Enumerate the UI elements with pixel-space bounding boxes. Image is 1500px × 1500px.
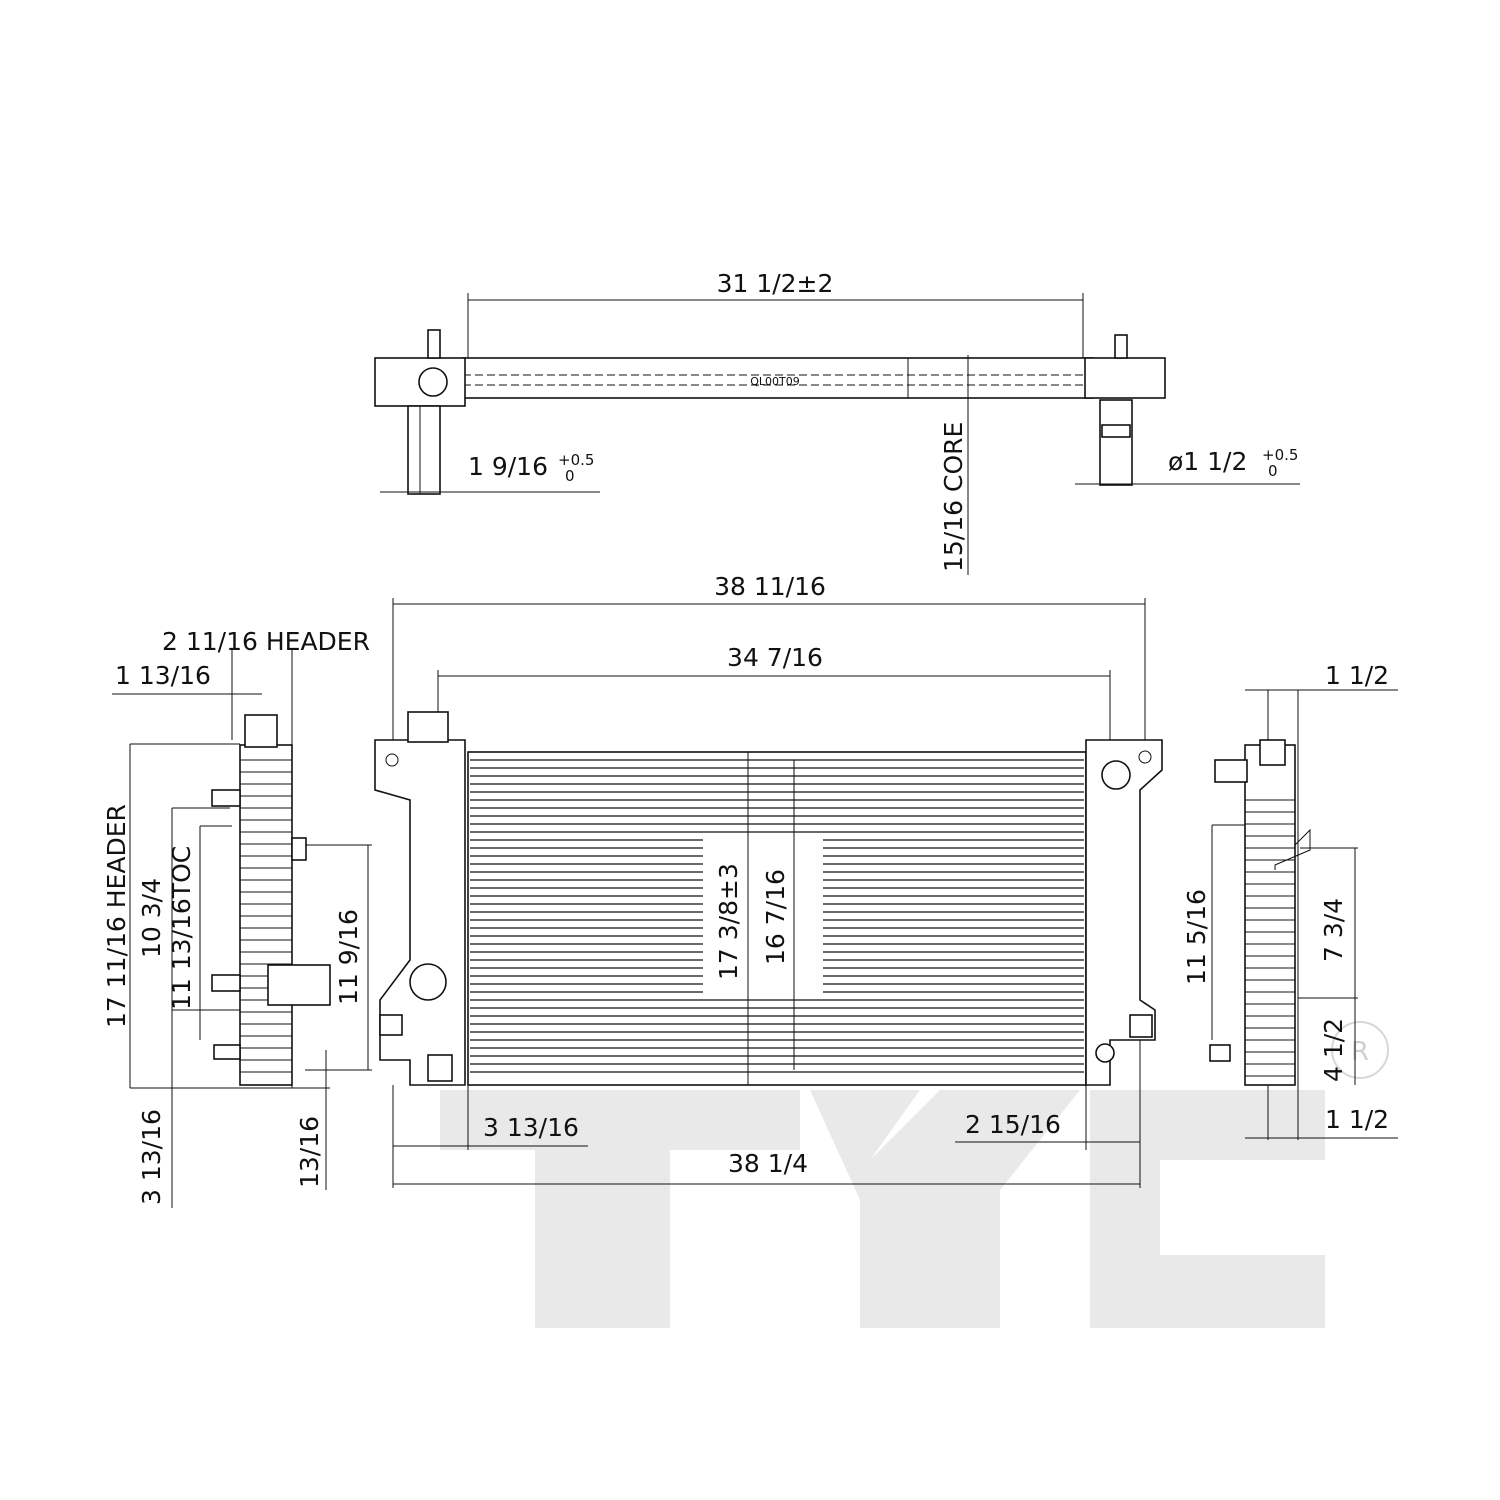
dim-toc: 11 13/16TOC bbox=[167, 846, 196, 1010]
registered-mark: R bbox=[1351, 1037, 1369, 1067]
dim-outlet-tol-low: 0 bbox=[1268, 462, 1278, 480]
dim-core-height: 16 7/16 bbox=[761, 869, 790, 965]
dim-10-3-4: 10 3/4 bbox=[137, 878, 166, 958]
dim-right-offset: 2 15/16 bbox=[965, 1110, 1061, 1139]
dim-header-width: 2 11/16 HEADER bbox=[162, 627, 370, 656]
dim-7-3-4: 7 3/4 bbox=[1319, 898, 1348, 962]
dim-top-offset: 1 13/16 bbox=[115, 661, 211, 690]
dim-tank-to-tank: 34 7/16 bbox=[727, 643, 823, 672]
front-view: 38 11/16 34 7/16 17 3/8±3 16 7/16 3 13/1… bbox=[374, 572, 1163, 1188]
right-side-view: 1 1/2 11 5/16 7 3/4 4 1/2 1 1/2 bbox=[1182, 661, 1398, 1140]
dim-outlet-tol: +0.5 bbox=[1262, 446, 1298, 464]
dim-core: 15/16 CORE bbox=[939, 422, 968, 572]
dim-bottom-width: 38 1/4 bbox=[728, 1149, 808, 1178]
dim-outlet-dia: ø1 1/2 bbox=[1168, 447, 1247, 476]
left-side-view: 2 11/16 HEADER 1 13/16 17 11/16 HEADER 1… bbox=[102, 627, 372, 1208]
part-number-label: QL00T09 bbox=[750, 375, 800, 388]
top-view: 31 1/2±2 QL00T09 1 9/16 +0.5 0 ø1 1/2 +0… bbox=[374, 269, 1300, 575]
dim-left-offset: 3 13/16 bbox=[483, 1113, 579, 1142]
dim-overall-width: 38 11/16 bbox=[714, 572, 826, 601]
dim-bottom-13-16: 13/16 bbox=[295, 1116, 324, 1188]
dim-top-overall: 31 1/2±2 bbox=[717, 269, 834, 298]
tyc-watermark-logo: R bbox=[440, 1021, 1389, 1328]
dim-right-top: 1 1/2 bbox=[1325, 661, 1389, 690]
dim-header-height: 17 11/16 HEADER bbox=[102, 804, 131, 1028]
dim-bottom-3-13-16: 3 13/16 bbox=[137, 1109, 166, 1205]
dim-inlet-tol: +0.5 bbox=[558, 451, 594, 469]
left-view-ribs bbox=[240, 759, 292, 1073]
dim-11-9-16: 11 9/16 bbox=[334, 909, 363, 1005]
dim-inlet-tol-low: 0 bbox=[565, 467, 575, 485]
dim-11-5-16: 11 5/16 bbox=[1182, 889, 1211, 985]
dim-right-bottom: 1 1/2 bbox=[1325, 1105, 1389, 1134]
right-view-ribs bbox=[1245, 799, 1295, 1077]
dim-total-height: 17 3/8±3 bbox=[714, 863, 743, 980]
dim-4-1-2: 4 1/2 bbox=[1319, 1018, 1348, 1082]
dim-inlet-dia: 1 9/16 bbox=[468, 452, 548, 481]
